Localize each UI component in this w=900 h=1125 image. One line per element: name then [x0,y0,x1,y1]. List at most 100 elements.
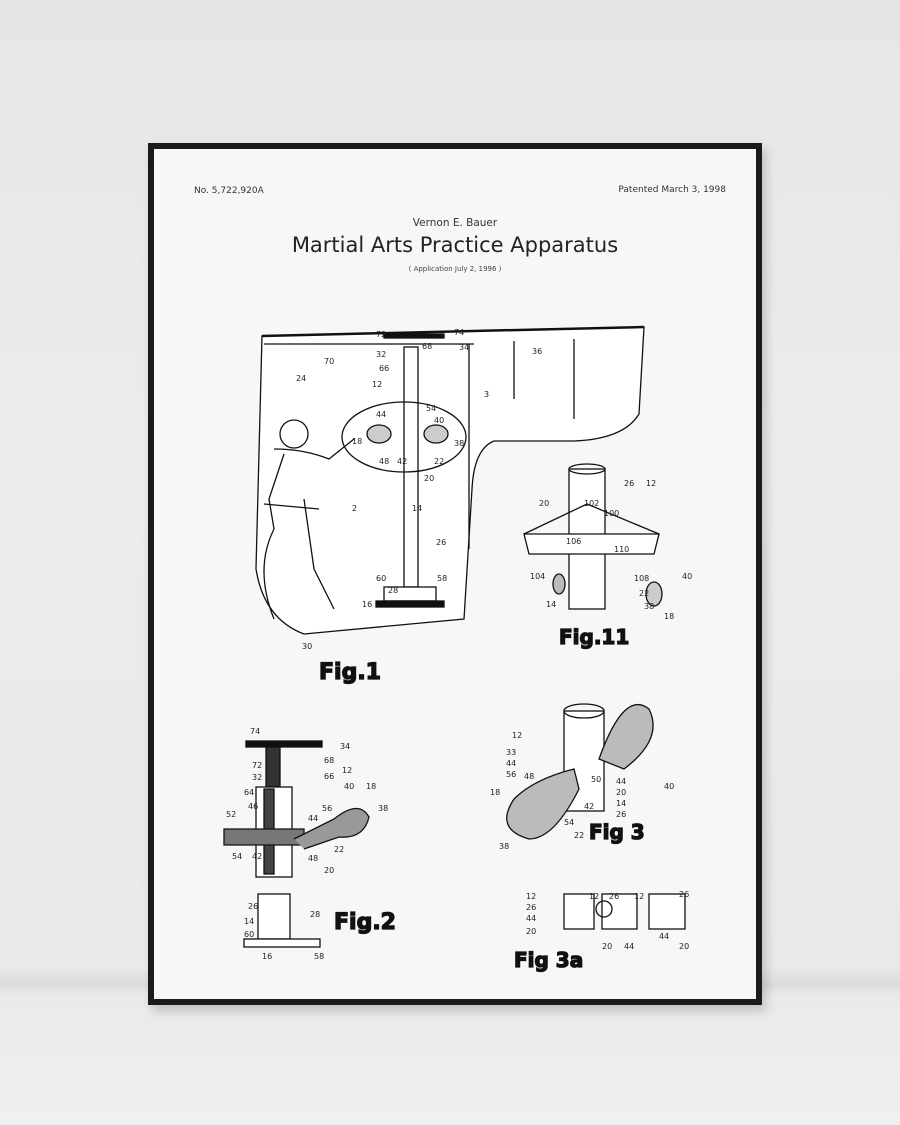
reference-numeral: 18 [490,788,500,797]
reference-numeral: 2 [352,504,357,513]
reference-numeral: 44 [659,932,669,941]
reference-numeral: 44 [616,777,626,786]
reference-numeral: 42 [397,457,407,466]
reference-numeral: 26 [526,903,536,912]
reference-numeral: 60 [244,930,254,939]
reference-numeral: 34 [459,343,469,352]
reference-numeral: 3 [484,390,489,399]
reference-numeral: 12 [526,892,536,901]
reference-numeral: 40 [664,782,674,791]
reference-numeral: 26 [679,890,689,899]
reference-numeral: 68 [422,342,432,351]
patent-drawings: Fig.1 Fig.11 Fig.2 Fig 3 [223,325,692,973]
figure-2-label: Fig.2 [334,910,396,935]
reference-numeral: 20 [602,942,612,951]
reference-numeral: 50 [591,775,601,784]
figure-1-label: Fig.1 [319,660,381,685]
reference-numeral: 60 [376,574,386,583]
patent-date: Patented March 3, 1998 [618,185,726,195]
reference-numeral: 16 [362,600,372,609]
reference-numeral: 20 [526,927,536,936]
reference-numeral: 42 [584,802,594,811]
reference-numeral: 54 [426,404,436,413]
reference-numeral: 18 [664,612,674,621]
reference-numeral: 33 [506,748,516,757]
reference-numeral: 70 [324,357,334,366]
reference-numeral: 20 [616,788,626,797]
reference-numeral: 18 [366,782,376,791]
reference-numeral: 38 [499,842,509,851]
reference-numeral: 40 [344,782,354,791]
reference-numeral: 48 [308,854,318,863]
reference-numeral: 38 [378,804,388,813]
reference-numeral: 16 [262,952,272,961]
reference-numeral: 34 [340,742,350,751]
reference-numeral: 48 [524,772,534,781]
reference-numeral: 44 [526,914,536,923]
reference-numeral: 74 [454,328,464,337]
reference-numeral: 66 [379,364,389,373]
figure-3-label: Fig 3 [589,820,645,844]
reference-numeral: 24 [296,374,306,383]
reference-numeral: 12 [372,380,382,389]
reference-numeral: 44 [376,410,386,419]
reference-numeral: 56 [506,770,516,779]
reference-numeral: 36 [532,347,542,356]
reference-numeral: 64 [244,788,254,797]
reference-numeral: 72 [252,761,262,770]
reference-numeral: 66 [324,772,334,781]
reference-numeral: 106 [566,537,581,546]
reference-numeral: 26 [609,892,619,901]
figure-11-drawing [523,463,663,610]
reference-numeral: 14 [546,600,556,609]
reference-numeral: 48 [379,457,389,466]
reference-numeral: 32 [252,773,262,782]
patent-number: No. 5,722,920A [194,186,264,196]
reference-numeral: 30 [302,642,312,651]
reference-numeral: 110 [614,545,629,554]
reference-numeral: 20 [539,499,549,508]
reference-numeral: 40 [682,572,692,581]
reference-numeral: 12 [512,731,522,740]
poster-title: Martial Arts Practice Apparatus [291,233,619,257]
application-date: ( Application July 2, 1996 ) [408,265,502,273]
reference-numeral: 20 [424,474,434,483]
reference-numeral: 12 [589,892,599,901]
reference-numeral: 20 [324,866,334,875]
reference-numeral: 12 [342,766,352,775]
reference-numeral: 44 [308,814,318,823]
reference-numeral: 44 [624,942,634,951]
reference-numeral: 26 [624,479,634,488]
reference-numeral: 32 [376,350,386,359]
poster-frame: No. 5,722,920A Patented March 3, 1998 Ve… [148,143,762,1005]
reference-numeral: 38 [454,439,464,448]
reference-numeral: 14 [244,917,254,926]
reference-numeral: 58 [314,952,324,961]
reference-numeral: 54 [564,818,574,827]
reference-numeral: 42 [252,852,262,861]
reference-numeral: 26 [616,810,626,819]
reference-numeral: 12 [634,892,644,901]
reference-numeral: 102 [584,499,599,508]
reference-numeral: 14 [616,799,626,808]
reference-numeral: 28 [310,910,320,919]
reference-numeral: 56 [322,804,332,813]
figure-11-label: Fig.11 [559,625,629,649]
reference-numeral: 12 [646,479,656,488]
reference-numeral: 22 [434,457,444,466]
reference-numeral: 18 [352,437,362,446]
inventor-name: Vernon E. Bauer [412,217,498,229]
reference-numeral: 28 [388,586,398,595]
reference-numeral: 104 [530,572,545,581]
reference-numeral: 26 [248,902,258,911]
reference-numeral: 38 [644,602,654,611]
reference-numeral: 72 [376,330,386,339]
figure-3-drawing [506,703,654,840]
reference-numeral: 40 [434,416,444,425]
reference-numeral: 74 [250,727,260,736]
reference-numeral: 20 [679,942,689,951]
reference-numeral: 26 [436,538,446,547]
figure-3a-drawing [563,893,686,930]
figure-1-drawing [255,325,645,635]
reference-numeral: 22 [639,589,649,598]
